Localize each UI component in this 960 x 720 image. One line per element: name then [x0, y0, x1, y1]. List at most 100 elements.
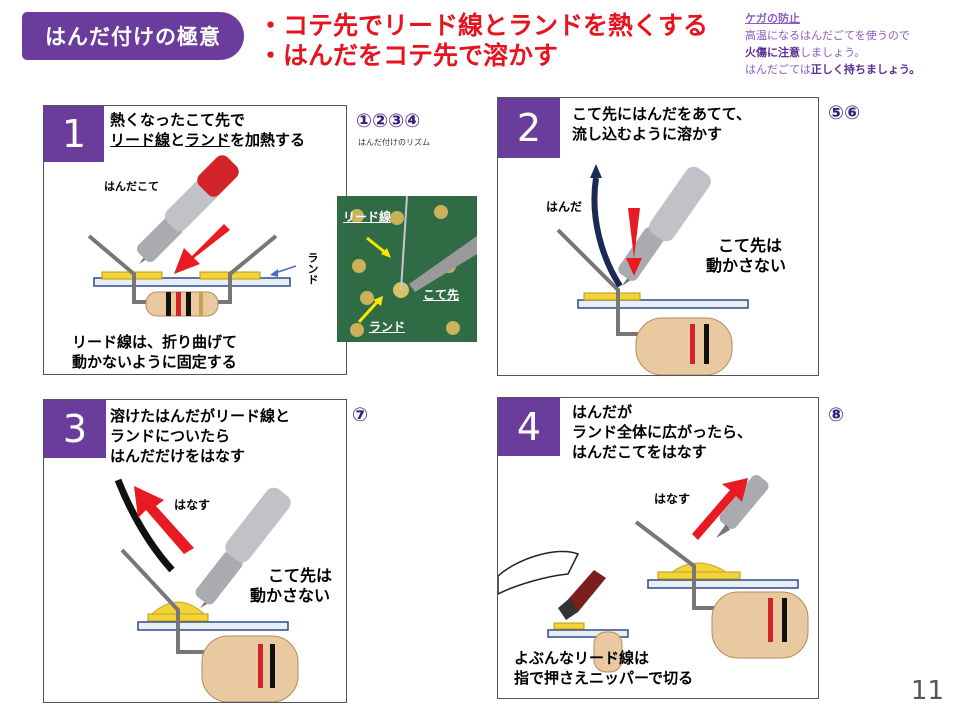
safety-burn-warning: 火傷に注意 — [745, 46, 800, 59]
step-1-note: リード線は、折り曲げて 動かないように固定する — [72, 332, 237, 372]
pcb-pad — [390, 211, 404, 225]
resistor-body — [145, 291, 219, 317]
circuit-board — [93, 277, 291, 287]
solder-wire-black — [114, 478, 175, 573]
step-4-note: よぶんなリード線は 指で押さえニッパーで切る — [514, 648, 693, 688]
step-3-caption: 溶けたはんだがリード線と ランドについたら はんだだけをはなす — [110, 406, 290, 466]
rhythm-marks-1-4: ①②③④ — [356, 110, 421, 132]
solder-wire-tip — [590, 164, 602, 178]
step-2-number: 2 — [498, 98, 560, 158]
step-1-caption-end: を加熱する — [230, 131, 306, 149]
photo-arrow-land — [357, 298, 381, 324]
label-soldering-iron: はんだこて — [104, 180, 159, 193]
resistor-body — [201, 635, 299, 702]
resistor-band-3 — [186, 292, 191, 316]
resistor-band-1 — [690, 324, 695, 364]
safety-line-2: 火傷に注意しましょう。 — [745, 44, 957, 61]
iron-shaft-raised — [719, 475, 769, 529]
photo-arrow-lead — [366, 236, 388, 256]
step-3-note-line-2: 動かさない — [250, 586, 331, 605]
step-4-caption-line-2: ランド全体に広がったら、 — [572, 423, 753, 441]
melt-arrow — [626, 208, 642, 276]
step-3-note: こて先は 動かさない — [250, 566, 332, 606]
safety-line-3: はんだごては正しく持ちましょう。 — [745, 61, 957, 78]
iron-shaft — [195, 551, 243, 605]
solder-photo: リード線 こて先 ランド — [337, 196, 477, 342]
rhythm-mark-7: ⑦ — [352, 404, 369, 426]
step-3-caption-line-2: ランドについたら — [110, 427, 231, 445]
step-4-caption: はんだが ランド全体に広がったら、 はんだこてをはなす — [572, 402, 752, 462]
pcb-pad — [352, 259, 366, 273]
step-1-caption-lead: リード線 — [110, 131, 171, 149]
land-pad-right — [657, 571, 741, 580]
step-1-panel: 1 熱くなったこて先で リード線とランドを加熱する はんだこて ランド リード線… — [43, 105, 347, 375]
rhythm-mark-8: ⑧ — [828, 404, 845, 426]
step-3-illustration — [114, 478, 299, 702]
resistor-body — [635, 317, 733, 375]
step-1-note-line-1: リード線は、折り曲げて — [72, 333, 238, 351]
step-4-illustration — [498, 475, 809, 673]
step-3-panel: 3 溶けたはんだがリード線と ランドについたら はんだだけをはなす はなす こて… — [43, 399, 347, 703]
photo-lead-wire — [400, 196, 408, 291]
label-solder: はんだ — [546, 200, 583, 214]
safety-hold-correctly: 正しく持ちましょう。 — [810, 63, 921, 76]
step-1-caption-land: ランド — [185, 131, 231, 149]
key-point-2: ・はんだをコテ先で溶かす — [258, 41, 559, 70]
resistor-band-4 — [199, 292, 203, 316]
step-2-illustration — [556, 164, 749, 375]
lead-wire-right — [634, 520, 714, 610]
photo-label-lead: リード線 — [343, 210, 392, 224]
circuit-board — [137, 621, 289, 631]
solder-wire — [591, 177, 623, 288]
iron-shaft — [618, 227, 664, 281]
lead-wire-left — [87, 234, 148, 304]
step-3-caption-line-1: 溶けたはんだがリード線と — [110, 407, 291, 425]
pcb-pad — [434, 205, 448, 219]
photo-arrow-land-head — [373, 296, 383, 306]
circuit-board-left — [547, 629, 629, 638]
resistor-band-2 — [704, 324, 709, 364]
step-2-panel: 2 こて先にはんだをあてて、 流し込むように溶かす はんだ こて先は 動かさない — [497, 97, 819, 376]
step-1-note-line-2: 動かないように固定する — [72, 353, 237, 371]
iron-shaft — [137, 216, 183, 262]
step-1-illustration — [87, 155, 297, 317]
lift-arrow — [692, 478, 748, 540]
iron-grip — [225, 487, 291, 563]
resistor-band-2 — [176, 292, 181, 316]
step-3-caption-line-3: はんだだけをはなす — [110, 447, 246, 465]
step-2-note: こて先は 動かさない — [706, 236, 786, 276]
resistor-band-1 — [768, 598, 773, 642]
pcb-pad — [350, 323, 364, 337]
iron-tip-raised — [716, 524, 730, 538]
finger — [498, 550, 580, 595]
safety-note: ケガの防止 高温になるはんだごてを使うので 火傷に注意しましょう。 はんだごては… — [745, 10, 957, 78]
photo-arrow-lead-head — [381, 248, 391, 258]
step-3-note-line-1: こて先は — [268, 566, 333, 585]
step-4-caption-line-3: はんだこてをはなす — [572, 443, 707, 461]
step-4-panel: 4 はんだが ランド全体に広がったら、 はんだこてをはなす はなす よぶんなリー… — [497, 397, 819, 699]
step-4-note-line-1: よぶんなリード線は — [514, 649, 650, 667]
rhythm-caption: はんだ付けのリズム — [358, 138, 430, 147]
nipper-jaw — [558, 598, 578, 620]
photo-label-tip: こて先 — [423, 288, 460, 302]
circuit-board-right — [647, 579, 799, 589]
step-1-caption-mid: と — [170, 131, 186, 149]
step-1-number: 1 — [44, 106, 104, 162]
iron-grip — [649, 166, 711, 242]
photo-iron-tip — [409, 236, 477, 292]
resistor-band-1 — [258, 644, 263, 688]
resistor-body-left — [593, 631, 623, 673]
photo-illustration — [337, 196, 477, 342]
resistor-band-2 — [270, 644, 275, 688]
release-arrow — [134, 486, 194, 554]
circuit-board — [577, 299, 749, 309]
pcb-pad — [446, 321, 460, 335]
page-number: 11 — [910, 676, 944, 706]
safety-line-3-pre: はんだごては — [745, 63, 811, 76]
land-pad — [583, 292, 641, 301]
resistor-band-2 — [782, 598, 787, 642]
step-2-caption: こて先にはんだをあてて、 流し込むように溶かす — [572, 104, 751, 144]
safety-line-2-rest: しましょう。 — [800, 46, 866, 59]
pcb-pad — [350, 209, 364, 223]
photo-label-land: ランド — [369, 320, 406, 334]
